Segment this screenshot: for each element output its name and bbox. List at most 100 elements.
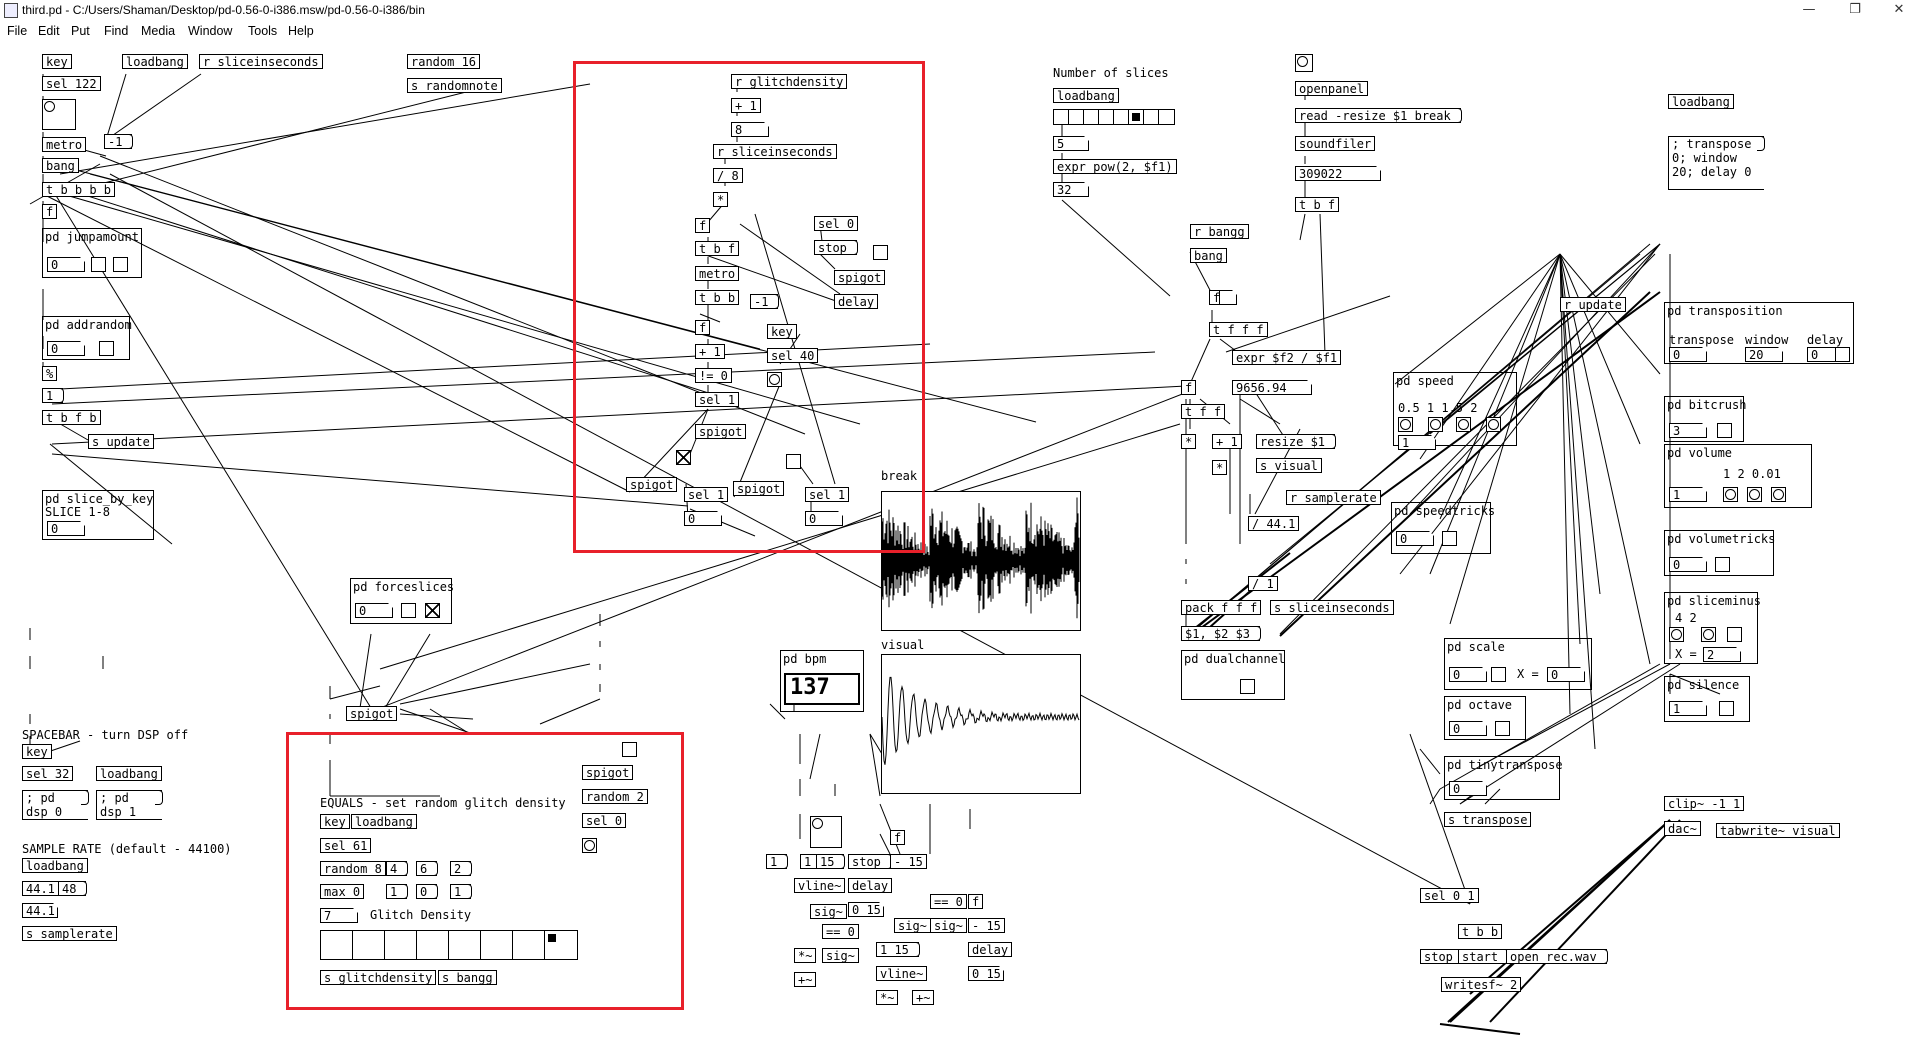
pd-speedtricks-subpatch[interactable]: pd speedtricks 0	[1391, 502, 1495, 554]
vline-object-2[interactable]: vline~	[876, 966, 928, 981]
message-0[interactable]: 0	[416, 884, 439, 899]
send-samplerate-object[interactable]: s samplerate	[22, 926, 117, 941]
octave-number[interactable]: 0	[1449, 721, 1487, 736]
slices-radio-cell[interactable]	[1159, 110, 1174, 124]
menu-find[interactable]: Find	[104, 24, 129, 38]
metro-object-2[interactable]: metro	[695, 266, 740, 281]
menu-file[interactable]: File	[7, 24, 28, 38]
multiply-object[interactable]: *	[713, 192, 729, 207]
slices-radio-cell-selected[interactable]	[1129, 110, 1144, 124]
addrandom-toggle[interactable]	[99, 341, 114, 356]
minus15-object-2[interactable]: - 15	[968, 918, 1005, 933]
samplerate-48-message[interactable]: 48	[58, 881, 88, 896]
forceslices-toggle[interactable]	[401, 603, 416, 618]
menu-tools[interactable]: Tools	[248, 24, 278, 38]
density-radio-cell[interactable]	[385, 931, 417, 959]
spigot-toggle[interactable]	[873, 245, 888, 260]
slices-radio-cell[interactable]	[1099, 110, 1114, 124]
pd-dualchannel-subpatch[interactable]: pd dualchannel	[1181, 650, 1285, 700]
window-number[interactable]: 20	[1745, 347, 1783, 362]
trigger-bfb-object[interactable]: t b f b	[42, 410, 101, 425]
sig-object-2[interactable]: sig~	[822, 948, 859, 963]
jumpamount-number[interactable]: 0	[47, 257, 85, 272]
density-radio-cell[interactable]	[449, 931, 481, 959]
expr-pow-object[interactable]: expr pow(2, $f1)	[1053, 159, 1177, 174]
trigger-bb-object[interactable]: t b b	[695, 290, 740, 305]
divide-441-object[interactable]: / 44.1	[1248, 516, 1300, 531]
sel1-object-3[interactable]: sel 1	[805, 487, 850, 502]
pack-fff-object[interactable]: pack f f f	[1181, 600, 1262, 615]
receive-sliceseconds-object-2[interactable]: r sliceinseconds	[713, 144, 837, 159]
bang-object[interactable]: bang	[42, 158, 79, 173]
receive-bangg-object[interactable]: r bangg	[1190, 224, 1249, 239]
slices-radio[interactable]	[1053, 109, 1175, 125]
sig-object-4[interactable]: sig~	[930, 918, 967, 933]
delay-object[interactable]: delay	[834, 294, 879, 309]
equal0-object[interactable]: == 0	[822, 924, 859, 939]
menu-edit[interactable]: Edit	[38, 24, 60, 38]
dualchannel-toggle[interactable]	[1240, 679, 1255, 694]
pd-transposition-subpatch[interactable]: pd transposition transpose window delay …	[1664, 302, 1854, 364]
menu-window[interactable]: Window	[188, 24, 233, 38]
message-1-c[interactable]: 1	[450, 884, 473, 899]
jumpamount-toggle-b[interactable]	[113, 257, 128, 272]
send-visual-object[interactable]: s visual	[1256, 458, 1322, 473]
set-message[interactable]: $1, $2 $3	[1181, 626, 1262, 641]
max0-object[interactable]: max 0	[320, 884, 365, 899]
bitcrush-number[interactable]: 3	[1669, 423, 1707, 438]
pd-bitcrush-subpatch[interactable]: pd bitcrush 3	[1664, 396, 1746, 442]
sel32-object[interactable]: sel 32	[22, 766, 74, 781]
pd-sliceminus-subpatch[interactable]: pd sliceminus 4 2 X = 2	[1664, 592, 1761, 664]
forceslices-number[interactable]: 0	[355, 603, 393, 618]
float-object-3[interactable]: f	[695, 320, 711, 335]
message-2[interactable]: 2	[450, 861, 473, 876]
loadbang-object-3[interactable]: loadbang	[1668, 94, 1734, 109]
env-message-115[interactable]: 1 15	[876, 942, 920, 957]
silence-toggle[interactable]	[1719, 701, 1734, 716]
number-0[interactable]: 0	[684, 511, 722, 526]
speed-bang-1[interactable]	[1428, 417, 1443, 432]
bang-button[interactable]	[42, 99, 76, 130]
volume-number[interactable]: 1	[1669, 487, 1707, 502]
density-radio-cell[interactable]	[353, 931, 385, 959]
sel01-object[interactable]: sel 0 1	[1420, 888, 1479, 903]
number-0-b[interactable]: 0	[805, 511, 843, 526]
env-message-1[interactable]: 1	[766, 854, 789, 869]
plus1-object-2[interactable]: + 1	[695, 344, 725, 359]
slices-radio-cell[interactable]	[1054, 110, 1069, 124]
spigot-toggle-on[interactable]	[676, 450, 691, 465]
pd-scale-subpatch[interactable]: pd scale 0 X = 0	[1444, 638, 1592, 690]
send-update-object[interactable]: s update	[88, 434, 154, 449]
glitch-spigot-toggle[interactable]	[622, 742, 637, 757]
spigot-object-6[interactable]: spigot	[582, 765, 634, 780]
density-radio-cell[interactable]	[481, 931, 513, 959]
sliceminus-bang-2[interactable]	[1701, 627, 1716, 642]
loadbang-object-6[interactable]: loadbang	[351, 814, 417, 829]
delay-object-2[interactable]: delay	[848, 878, 893, 893]
slice-length-number[interactable]: 9656.94	[1232, 380, 1312, 395]
env-bang[interactable]	[810, 816, 842, 848]
send-glitchdensity-object[interactable]: s glitchdensity	[320, 970, 437, 985]
speed-bang-05[interactable]	[1398, 417, 1413, 432]
volume-bang-2[interactable]	[1747, 487, 1762, 502]
pow-result-number[interactable]: 32	[1053, 182, 1089, 197]
send-transpose-object[interactable]: s transpose	[1444, 812, 1532, 827]
spigot-object[interactable]: spigot	[346, 706, 398, 721]
transpose-number[interactable]: 0	[1669, 347, 1707, 362]
message-6[interactable]: 6	[416, 861, 439, 876]
tinytranspose-number[interactable]: 0	[1449, 781, 1487, 796]
tabwrite-visual-object[interactable]: tabwrite~ visual	[1716, 823, 1840, 838]
divide8-object[interactable]: / 8	[713, 168, 743, 183]
speed-number[interactable]: 1	[1398, 435, 1436, 450]
bitcrush-toggle[interactable]	[1717, 423, 1732, 438]
patch-canvas[interactable]: key loadbang r sliceinseconds random 16 …	[0, 44, 1920, 1040]
spigot-toggle-2[interactable]	[786, 454, 801, 469]
dsp-on-message[interactable]: ; pd dsp 1	[96, 790, 163, 820]
delay-time-number[interactable]: 0 15	[848, 902, 884, 917]
slices-radio-cell[interactable]	[1114, 110, 1129, 124]
pd-tinytranspose-subpatch[interactable]: pd tinytranspose 0	[1444, 756, 1563, 800]
message-1-b[interactable]: 1	[386, 884, 409, 899]
pd-forceslices-subpatch[interactable]: pd forceslices 0	[350, 578, 454, 624]
density-radio-cell[interactable]	[513, 931, 545, 959]
soundfiler-number[interactable]: 309022	[1295, 166, 1381, 181]
